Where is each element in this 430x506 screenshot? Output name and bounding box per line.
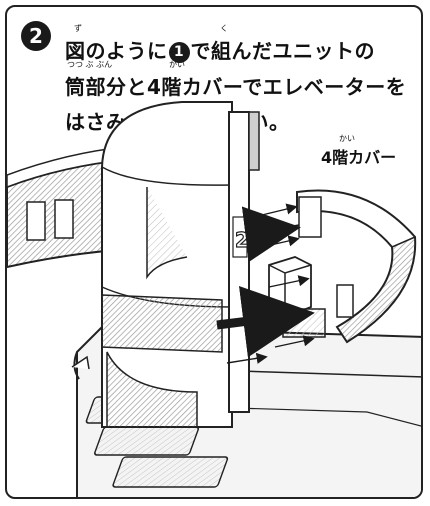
assembly-arrows	[216, 203, 315, 364]
step-number-badge: 2	[21, 21, 51, 51]
part-number-label: 2	[235, 228, 249, 252]
cover-label-ruby: かい	[339, 134, 355, 143]
instruction-line-2: 筒部分と4階カバーでエレベーターを	[65, 75, 407, 99]
guide-arrow-3	[261, 235, 300, 248]
unit-number-badge: 1	[168, 41, 190, 63]
fourth-floor-cover	[296, 189, 417, 344]
fourth-floor-cover-label: 4階カバー	[321, 148, 397, 167]
guide-arrow-1	[261, 203, 298, 216]
instruction-line-1-post: で組んだユニットの	[190, 39, 375, 63]
mounting-block	[268, 256, 326, 338]
ruby-tsutsububun: つつ ぶ ぶん	[67, 60, 113, 69]
guide-arrow-6	[226, 352, 268, 364]
guide-arrow-5	[274, 335, 315, 348]
ruby-zu: ず	[74, 24, 82, 33]
guide-arrow-2	[262, 224, 300, 236]
large-insert-arrow	[216, 285, 315, 358]
instruction-line-1-pre: 図のように	[65, 39, 168, 63]
ruby-ku: く	[220, 24, 228, 33]
ruby-kai: かい	[169, 60, 185, 69]
tube-cylinder	[101, 101, 233, 428]
step-number: 2	[29, 24, 43, 48]
assembly-illustration: 2	[7, 101, 421, 497]
guide-arrow-4	[268, 275, 310, 288]
